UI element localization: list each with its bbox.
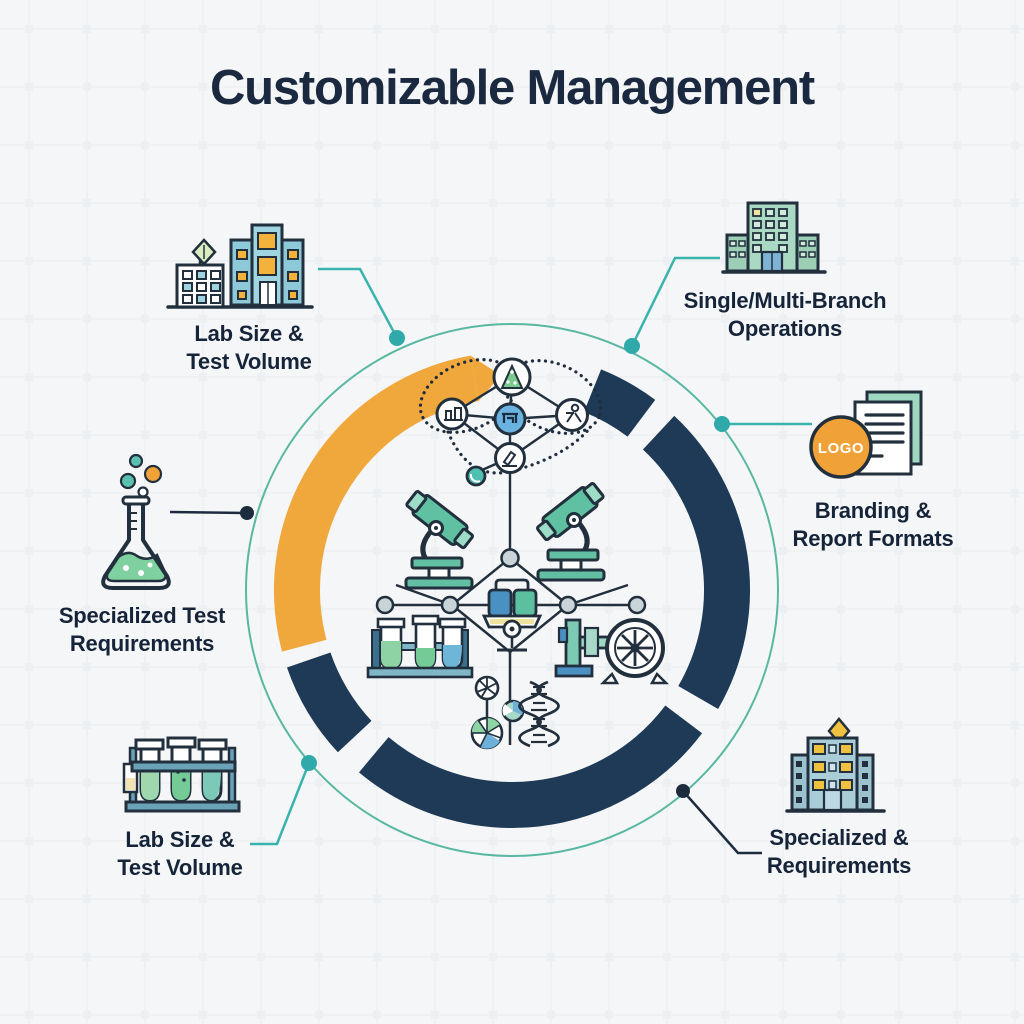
label-line: Single/Multi-Branch	[683, 288, 887, 313]
branch-building-icon	[721, 201, 827, 274]
ring-arc-navy-a	[583, 369, 656, 438]
feature-label-specialized-req: Specialized & Requirements	[699, 824, 979, 880]
feature-label-lab-size-top: Lab Size & Test Volume	[109, 320, 389, 376]
connector-dot	[624, 338, 640, 354]
ring-arc-navy-c	[359, 705, 703, 828]
label-line: Lab Size &	[125, 827, 235, 852]
connector-lab-size-top	[318, 267, 399, 339]
label-line: Lab Size &	[194, 321, 304, 346]
connector-lab-size-bottom	[250, 762, 311, 846]
connector-dot	[389, 330, 405, 346]
logo-badge	[809, 415, 873, 479]
lab-network-diagram	[418, 357, 603, 550]
logo-document-icon: LOGO	[809, 390, 923, 479]
centrifuge-icon	[554, 618, 670, 685]
central-lab-illustration	[366, 357, 670, 750]
label-line: Requirements	[69, 631, 215, 656]
connector-specialized-req	[682, 790, 762, 855]
outer-ring-circle	[245, 323, 779, 857]
connector-dot	[240, 506, 254, 520]
label-line: Report Formats	[792, 526, 954, 551]
label-line: Specialized Test	[58, 603, 226, 628]
feature-label-lab-size-bottom: Lab Size & Test Volume	[40, 826, 320, 882]
specimen-diamond	[375, 548, 647, 745]
ring-arc-orange-tip	[470, 355, 501, 401]
logo-badge-text: LOGO	[818, 440, 864, 457]
network-node-teal	[465, 465, 487, 487]
dna-icon	[518, 680, 560, 748]
connector-dot	[714, 416, 730, 432]
sample-rack-icon	[366, 614, 474, 679]
page-title: Customizable Management	[209, 61, 815, 115]
buildings-icon	[166, 223, 314, 309]
label-line: Requirements	[766, 853, 912, 878]
label-line: Specialized &	[769, 825, 909, 850]
cell-division-icons	[470, 675, 525, 750]
connector-dot	[301, 755, 317, 771]
connector-specialized-test	[169, 510, 248, 515]
connector-dot	[676, 784, 690, 798]
feature-label-branch-operations: Single/Multi-Branch Operations	[625, 287, 945, 343]
hospital-building-icon	[785, 717, 886, 813]
feature-label-specialized-test: Specialized Test Requirements	[2, 602, 282, 658]
label-line: Operations	[727, 316, 843, 341]
flask-icon	[101, 453, 171, 590]
analyzer-icon	[481, 578, 543, 652]
ring-arc-navy-b	[642, 415, 750, 709]
label-line: Branding &	[814, 498, 932, 523]
feature-label-branding: Branding & Report Formats	[733, 497, 1013, 553]
connectors	[169, 256, 812, 855]
label-line: Test Volume	[117, 855, 243, 880]
connector-branch-operations	[630, 256, 720, 347]
ring-arc-navy-d	[286, 652, 372, 753]
label-line: Test Volume	[186, 349, 312, 374]
test-tubes-icon	[122, 736, 241, 813]
